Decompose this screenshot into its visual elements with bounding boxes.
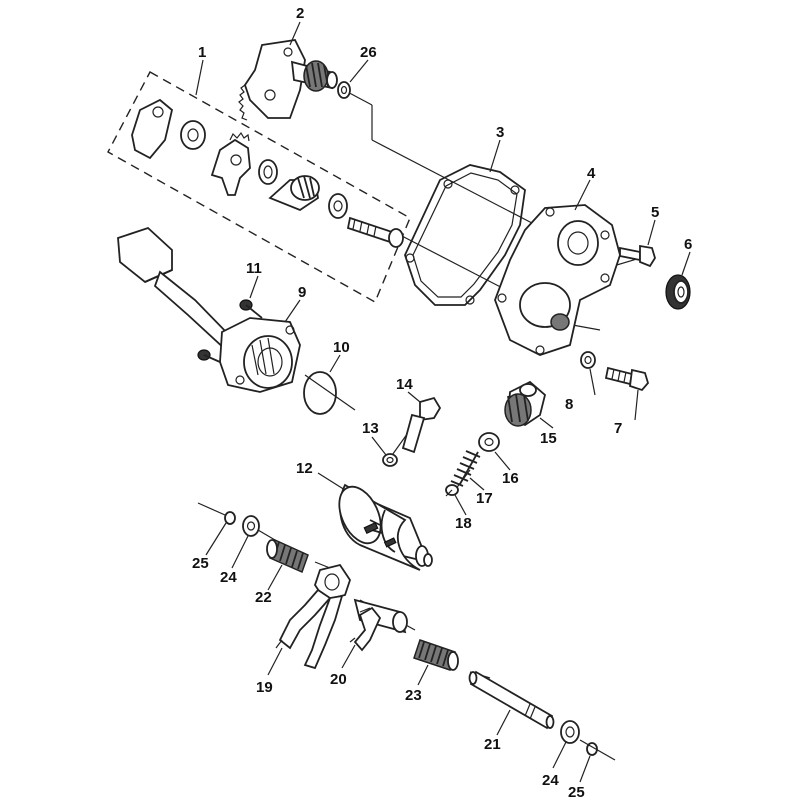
part-label-7: 7 (614, 420, 622, 437)
washer-part (560, 720, 580, 744)
part-label-1: 1 (198, 44, 206, 61)
gear-sector-part (238, 39, 338, 121)
part-label-15: 15 (540, 430, 557, 447)
sub-assembly-boundary (107, 71, 411, 303)
part-label-11: 11 (246, 260, 262, 277)
spring-part (266, 538, 309, 574)
circlip-part (586, 742, 598, 756)
part-label-16: 16 (502, 470, 519, 487)
part-label-19: 19 (256, 679, 273, 696)
part-label-18: 18 (455, 515, 472, 532)
washer-part (337, 81, 351, 99)
part-label-17: 17 (476, 490, 493, 507)
part-label-21: 21 (484, 736, 501, 753)
shift-drum-part (338, 483, 433, 571)
pivot-bolt-part (401, 396, 442, 454)
part-label-4: 4 (587, 165, 596, 182)
part-label-10: 10 (333, 339, 350, 356)
part-label-5: 5 (651, 204, 659, 221)
callout-lines (195, 21, 691, 783)
washer-part (580, 351, 596, 369)
bolt-part (619, 244, 656, 268)
part-label-2: 2 (296, 5, 304, 22)
part-labels: 2 26 1 3 4 5 6 11 9 10 14 8 7 13 15 12 1… (192, 5, 692, 800)
bolt-part (197, 299, 263, 363)
oil-seal-part (665, 274, 691, 310)
cover-part (494, 204, 621, 356)
circlip-part (224, 511, 236, 525)
part-label-3: 3 (496, 124, 504, 141)
gasket-part (404, 164, 526, 306)
washer-part (478, 432, 500, 452)
part-label-25-right: 25 (568, 784, 585, 800)
o-ring-part (303, 371, 337, 415)
shift-fork-part (275, 563, 351, 670)
shift-fork-part (349, 598, 408, 652)
bolt-part (604, 366, 650, 392)
part-label-8: 8 (565, 396, 573, 413)
spring-part (450, 450, 481, 487)
part-label-14: 14 (396, 376, 413, 393)
pin-part (445, 484, 459, 497)
part-label-22: 22 (255, 589, 272, 606)
shift-arm-assembly (131, 98, 404, 248)
part-label-6: 6 (684, 236, 692, 253)
washer-part (382, 453, 398, 467)
part-label-12: 12 (296, 460, 313, 477)
part-label-13: 13 (362, 420, 379, 437)
part-label-24-left: 24 (220, 569, 237, 586)
part-label-20: 20 (330, 671, 347, 688)
part-label-26: 26 (360, 44, 377, 61)
part-label-9: 9 (298, 284, 306, 301)
part-label-23: 23 (405, 687, 422, 704)
stopper-part (504, 380, 547, 427)
part-label-24-right: 24 (542, 772, 559, 789)
fork-shaft-part (468, 670, 555, 730)
part-label-25-left: 25 (192, 555, 209, 572)
washer-part (242, 515, 260, 537)
shift-pedal-part (117, 226, 301, 393)
spring-part (413, 639, 459, 671)
